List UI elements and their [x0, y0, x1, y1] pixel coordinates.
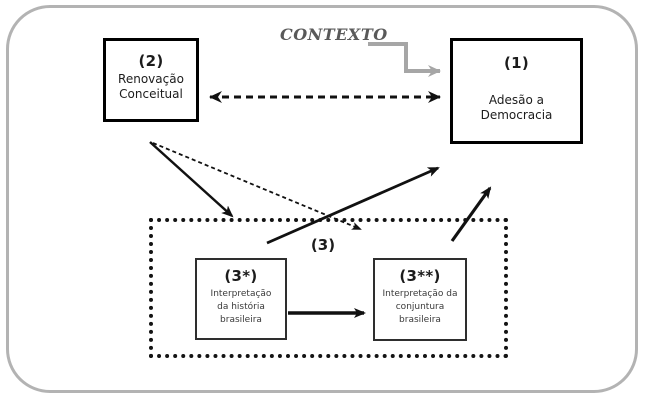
node-id: (3*) [224, 267, 258, 285]
node-id: (1) [503, 54, 530, 72]
node-id: (3**) [399, 267, 441, 285]
node-renovacao-conceitual: (2) Renovação Conceitual [103, 38, 199, 122]
node-label: Renovação Conceitual [118, 72, 184, 102]
node-label: Interpretação da conjuntura brasileira [382, 289, 458, 326]
node-interpretacao-conjuntura: (3**) Interpretação da conjuntura brasil… [373, 258, 467, 341]
node-interpretacao-historia: (3*) Interpretação da história brasileir… [195, 258, 287, 340]
group3-label: (3) [310, 236, 336, 254]
node-label: Interpretação da história brasileira [210, 289, 272, 326]
node-adesao-a-democracia: (1) Adesão a Democracia [450, 38, 583, 144]
node-id: (2) [138, 52, 164, 70]
context-label: CONTEXTO [280, 25, 388, 44]
node-label: Adesão a Democracia [480, 93, 553, 123]
